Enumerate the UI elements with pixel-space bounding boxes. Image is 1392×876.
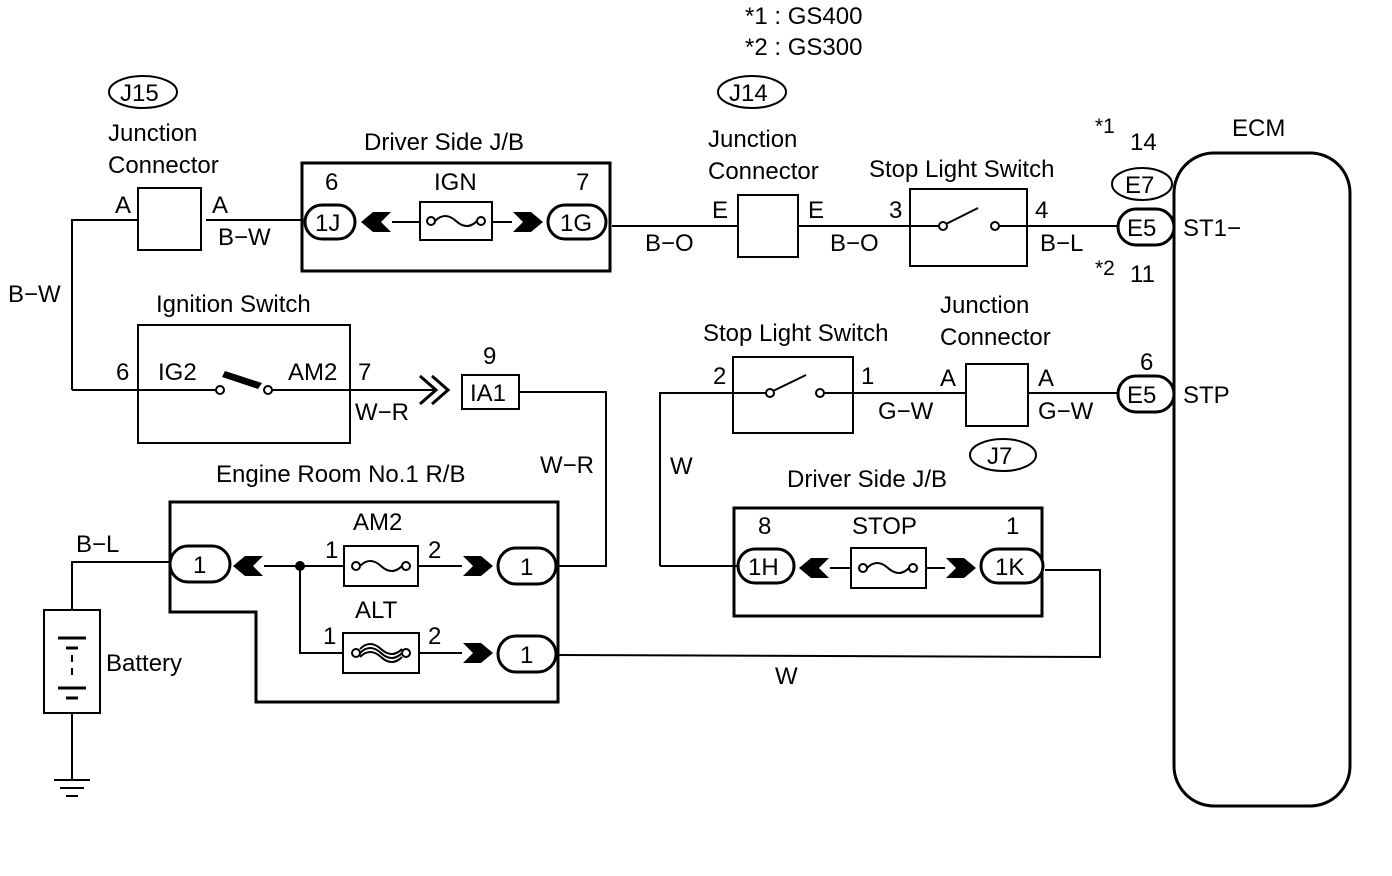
stop-switch-bottom-title: Stop Light Switch: [703, 320, 888, 347]
j15-pin-left: A: [115, 192, 131, 219]
j7-pin-left: A: [940, 365, 956, 392]
j14-pin-left: E: [712, 197, 728, 224]
wire-label-gw-1: G−W: [878, 398, 934, 425]
ia1-pin: 9: [483, 343, 496, 370]
ign-fuse-icon: [419, 201, 493, 241]
ecm-st1-connector: *1 14 E7 E5 ST1− *2 11: [1095, 115, 1241, 288]
ignition-pin-left: 6: [116, 359, 129, 386]
j15-title-line1: Junction: [108, 120, 197, 147]
stop-fuse-icon: [850, 547, 927, 589]
j7-title-line2: Connector: [940, 324, 1051, 351]
ecm-conn-e5-top: E5: [1127, 215, 1156, 242]
ecm-label-st1: ST1−: [1183, 215, 1241, 242]
ignition-switch: Ignition Switch 6 IG2 AM2 7: [116, 291, 451, 444]
junction-connector-j14: J14 Junction Connector E E: [708, 75, 824, 258]
jb-top-conn-right: 1G: [560, 210, 592, 237]
j14-title-line2: Connector: [708, 158, 819, 185]
wire-label-bw-left: B−W: [8, 281, 61, 308]
wire-label-w-1: W: [670, 453, 693, 480]
j7-tag: J7: [987, 443, 1012, 470]
j14-pin-right: E: [808, 197, 824, 224]
ia1-label: IA1: [470, 380, 506, 407]
junction-connector-j15: J15 Junction Connector A A: [108, 75, 228, 251]
j14-title-line1: Junction: [708, 126, 797, 153]
wire-label-wr-1: W−R: [355, 399, 409, 426]
engine-rb-conn-am2: 1: [520, 554, 533, 581]
note-gs400: *1 : GS400: [745, 3, 862, 30]
j15-title-line2: Connector: [108, 152, 219, 179]
driver-side-jb-bottom: Driver Side J/B 8 1 STOP 1H 1K: [660, 466, 1045, 618]
jb-top-pin-right: 7: [576, 169, 589, 196]
j15-tag: J15: [120, 80, 159, 107]
top-circuit-wires: [71, 219, 1118, 391]
jb-top-fuse-label: IGN: [434, 169, 477, 196]
engine-rb-title: Engine Room No.1 R/B: [216, 461, 465, 488]
stop-light-switch-top: Stop Light Switch 3 4: [869, 156, 1054, 267]
note-gs300: *2 : GS300: [745, 34, 862, 61]
jb-top-title: Driver Side J/B: [364, 129, 524, 156]
ecm-pin-14: 14: [1130, 129, 1157, 156]
wire-label-wr-2: W−R: [540, 452, 594, 479]
j7-pin-right: A: [1038, 365, 1054, 392]
engine-rb-am2-pin2: 2: [428, 537, 441, 564]
ecm-conn-e5-bottom: E5: [1127, 382, 1156, 409]
am2-fuse-icon: [343, 545, 419, 587]
wire-label-bo-1: B−O: [645, 230, 694, 257]
jb-top-pin-left: 6: [325, 169, 338, 196]
ecm-pin-6: 6: [1140, 349, 1153, 376]
j7-title-line1: Junction: [940, 292, 1029, 319]
j14-tag: J14: [729, 80, 768, 107]
junction-connector-j7: Junction Connector A A J7: [940, 292, 1118, 472]
stop-switch-top-title: Stop Light Switch: [869, 156, 1054, 183]
driver-side-jb-top: Driver Side J/B 6 7 IGN 1J 1G: [300, 129, 612, 273]
wire-label-bw-top: B−W: [218, 224, 271, 251]
stop-switch-top-pin-right: 4: [1035, 197, 1048, 224]
ecm-note-1: *1: [1095, 115, 1115, 138]
wire-label-w-2: W: [775, 663, 798, 690]
battery: B−L Battery: [43, 531, 182, 797]
engine-rb-fuse-am2: AM2: [353, 509, 402, 536]
jb-bottom-fuse-label: STOP: [852, 513, 917, 540]
ecm-title: ECM: [1232, 115, 1285, 142]
wire-label-gw-2: G−W: [1038, 398, 1094, 425]
engine-rb-alt-pin1: 1: [323, 623, 336, 650]
ecm-module: ECM: [1172, 115, 1352, 808]
wire-label-bo-2: B−O: [830, 230, 879, 257]
jb-bottom-conn-left: 1H: [748, 554, 779, 581]
ecm-note-2: *2: [1095, 257, 1115, 280]
jb-bottom-title: Driver Side J/B: [787, 466, 947, 493]
ecm-conn-tag-e7: E7: [1125, 172, 1154, 199]
engine-rb-conn-battery: 1: [193, 552, 206, 579]
jb-bottom-conn-right: 1K: [995, 554, 1024, 581]
battery-label: Battery: [106, 650, 182, 677]
wire-label-bl-battery: B−L: [76, 531, 119, 558]
alt-fuse-icon: [342, 632, 420, 674]
jb-bottom-pin-left: 8: [758, 513, 771, 540]
jb-bottom-pin-right: 1: [1006, 513, 1019, 540]
engine-rb-fuse-alt: ALT: [355, 597, 398, 624]
ignition-title: Ignition Switch: [156, 291, 311, 318]
engine-room-rb: Engine Room No.1 R/B 1 AM2 1 2 1 ALT 1 2: [168, 461, 1101, 704]
stop-switch-bottom-pin-right: 1: [861, 363, 874, 390]
ignition-pin-right: 7: [358, 359, 371, 386]
engine-rb-conn-alt: 1: [520, 642, 533, 669]
stop-light-switch-bottom: Stop Light Switch 2 1: [659, 320, 966, 566]
wire-label-bl-ecm: B−L: [1040, 230, 1083, 257]
ignition-label-am2: AM2: [288, 359, 337, 386]
ignition-label-ig2: IG2: [158, 359, 197, 386]
ecm-stp-connector: 6 E5 STP: [1116, 349, 1230, 414]
jb-top-conn-left: 1J: [315, 210, 340, 237]
stop-switch-top-pin-left: 3: [889, 197, 902, 224]
ecm-pin-11: 11: [1130, 261, 1155, 288]
connector-ia1: 9 IA1: [461, 343, 607, 567]
engine-rb-am2-pin1: 1: [325, 537, 338, 564]
j15-pin-right: A: [212, 192, 228, 219]
engine-rb-alt-pin2: 2: [428, 623, 441, 650]
ecm-label-stp: STP: [1183, 382, 1230, 409]
stop-switch-bottom-pin-left: 2: [713, 363, 726, 390]
